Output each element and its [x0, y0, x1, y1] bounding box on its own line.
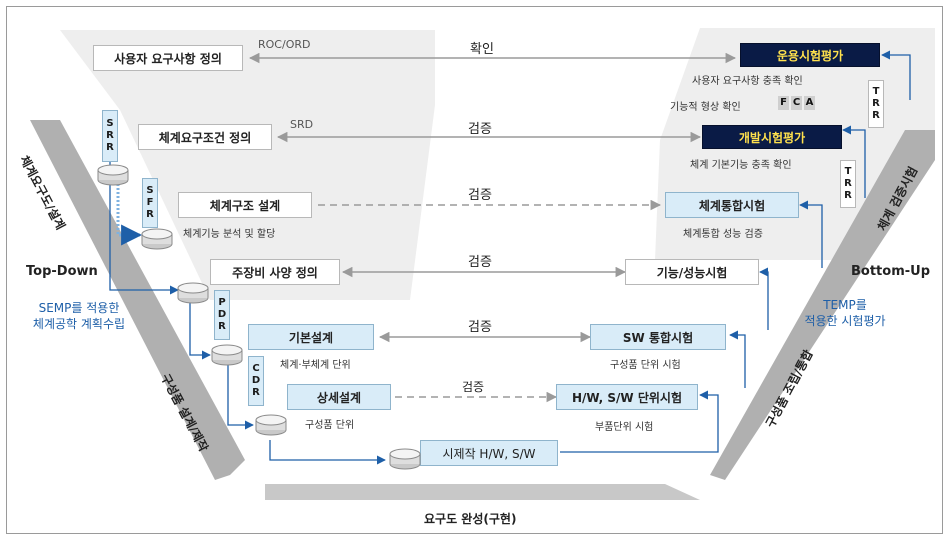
semp-line-2: 체계공학 계획수립: [32, 317, 126, 331]
srr-letter: S: [106, 118, 114, 129]
op-eval-box: 운용시험평가: [740, 43, 880, 67]
verify-label-3: 검증: [468, 255, 492, 270]
user-req-box: 사용자 요구사항 정의: [93, 45, 243, 71]
flow-proto: [269, 440, 386, 465]
left-shade-upper: [60, 30, 435, 300]
sys-arch-box: 체계구조 설계: [178, 192, 312, 218]
trr-letter: R: [872, 98, 880, 109]
roc-label: ROC/ORD: [258, 38, 311, 51]
semp-line-1: SEMP를 적용한: [38, 301, 120, 315]
sfr-letter: S: [146, 185, 154, 196]
semp-note: SEMP를 적용한 체계공학 계획수립: [14, 300, 144, 332]
sfr-letter: F: [146, 197, 154, 208]
confirm-label: 확인: [470, 42, 494, 57]
flow-trr2-to-dev: [842, 125, 866, 198]
basic-design-sub: 체계·부체계 단위: [280, 360, 351, 371]
sfr-letter: R: [146, 209, 154, 220]
sys-req-box: 체계요구조건 정의: [138, 124, 272, 150]
detail-design-sub: 구성품 단위: [305, 420, 355, 431]
bottom-arrow: [265, 484, 700, 500]
flow-pdr: [189, 300, 211, 360]
trr-letter: R: [844, 190, 852, 201]
cdr-letter: R: [252, 387, 260, 398]
unit-test-box: H/W, S/W 단위시험: [556, 384, 698, 410]
temp-line-1: TEMP를: [823, 298, 867, 312]
flow-srr-to-pdrcyl: [109, 180, 179, 295]
sw-integ-box: SW 통합시험: [590, 324, 726, 350]
sys-integ-sub: 체계통합 성능 검증: [683, 229, 763, 240]
database-icon: [141, 228, 173, 250]
pdr-letter: P: [218, 297, 226, 308]
trr-letter: T: [844, 166, 852, 177]
pdr-review: P D R: [214, 290, 230, 340]
dev-eval-sub: 체계 기본기능 충족 확인: [690, 160, 792, 171]
fca-badge: F C A: [778, 96, 815, 110]
database-icon: [389, 448, 421, 470]
equip-spec-box: 주장비 사양 정의: [210, 259, 340, 285]
bottom-up-label: Bottom-Up: [851, 264, 931, 279]
unit-test-sub: 부품단위 시험: [595, 422, 654, 433]
fca-label: 기능적 형상 확인: [670, 102, 741, 113]
detail-design-box: 상세설계: [287, 384, 391, 410]
cdr-review: C D R: [248, 356, 264, 406]
dev-eval-box: 개발시험평가: [702, 125, 842, 149]
func-perf-box: 기능/성능시험: [625, 259, 759, 285]
flow-func-to-integ: [799, 200, 823, 268]
flow-unit-to-sw: [729, 330, 746, 388]
flow-cdr: [227, 360, 254, 430]
flow-trr1-to-op: [881, 50, 911, 100]
flow-proto-to-unit: [560, 390, 719, 453]
top-down-label: Top-Down: [26, 264, 98, 279]
trr-letter: R: [844, 178, 852, 189]
srr-letter: R: [106, 142, 114, 153]
verify-label-5: 검증: [462, 380, 485, 394]
prototype-box: 시제작 H/W, S/W: [420, 440, 558, 466]
trr-review-2: T R R: [840, 160, 856, 208]
sys-arch-sub: 체계기능 분석 및 할당: [183, 229, 276, 240]
pdr-letter: R: [218, 321, 226, 332]
sw-integ-sub: 구성품 단위 시험: [610, 360, 681, 371]
srr-letter: R: [106, 130, 114, 141]
trr-review-1: T R R: [868, 80, 884, 128]
fca-letter-f: F: [778, 96, 789, 110]
sys-integ-box: 체계통합시험: [665, 192, 799, 218]
database-icon: [255, 414, 287, 436]
database-icon: [177, 282, 209, 304]
srr-review: S R R: [102, 110, 118, 162]
verify-label-2: 검증: [468, 188, 492, 203]
temp-note: TEMP를 적용한 시험평가: [790, 297, 900, 329]
temp-line-2: 적용한 시험평가: [804, 314, 886, 328]
trr-letter: T: [872, 86, 880, 97]
verify-label-1: 검증: [468, 122, 492, 137]
flow-sw-to-func: [759, 267, 769, 330]
database-icon: [97, 164, 129, 186]
fca-letter-c: C: [791, 96, 802, 110]
trr-letter: R: [872, 110, 880, 121]
op-eval-sub: 사용자 요구사항 충족 확인: [692, 76, 803, 87]
cdr-letter: C: [252, 363, 260, 374]
sfr-review: S F R: [142, 178, 158, 228]
right-diagonal-arrow: [710, 130, 935, 480]
pdr-letter: D: [217, 309, 227, 320]
left-diagonal-arrow: [30, 120, 245, 480]
basic-design-box: 기본설계: [248, 324, 374, 350]
bottom-label: 요구도 완성(구현): [424, 512, 517, 526]
database-icon: [211, 344, 243, 366]
fca-letter-a: A: [804, 96, 815, 110]
cdr-letter: D: [251, 375, 261, 386]
verify-label-4: 검증: [468, 320, 492, 335]
srd-label: SRD: [290, 118, 314, 131]
flow-sfr: [116, 180, 143, 246]
